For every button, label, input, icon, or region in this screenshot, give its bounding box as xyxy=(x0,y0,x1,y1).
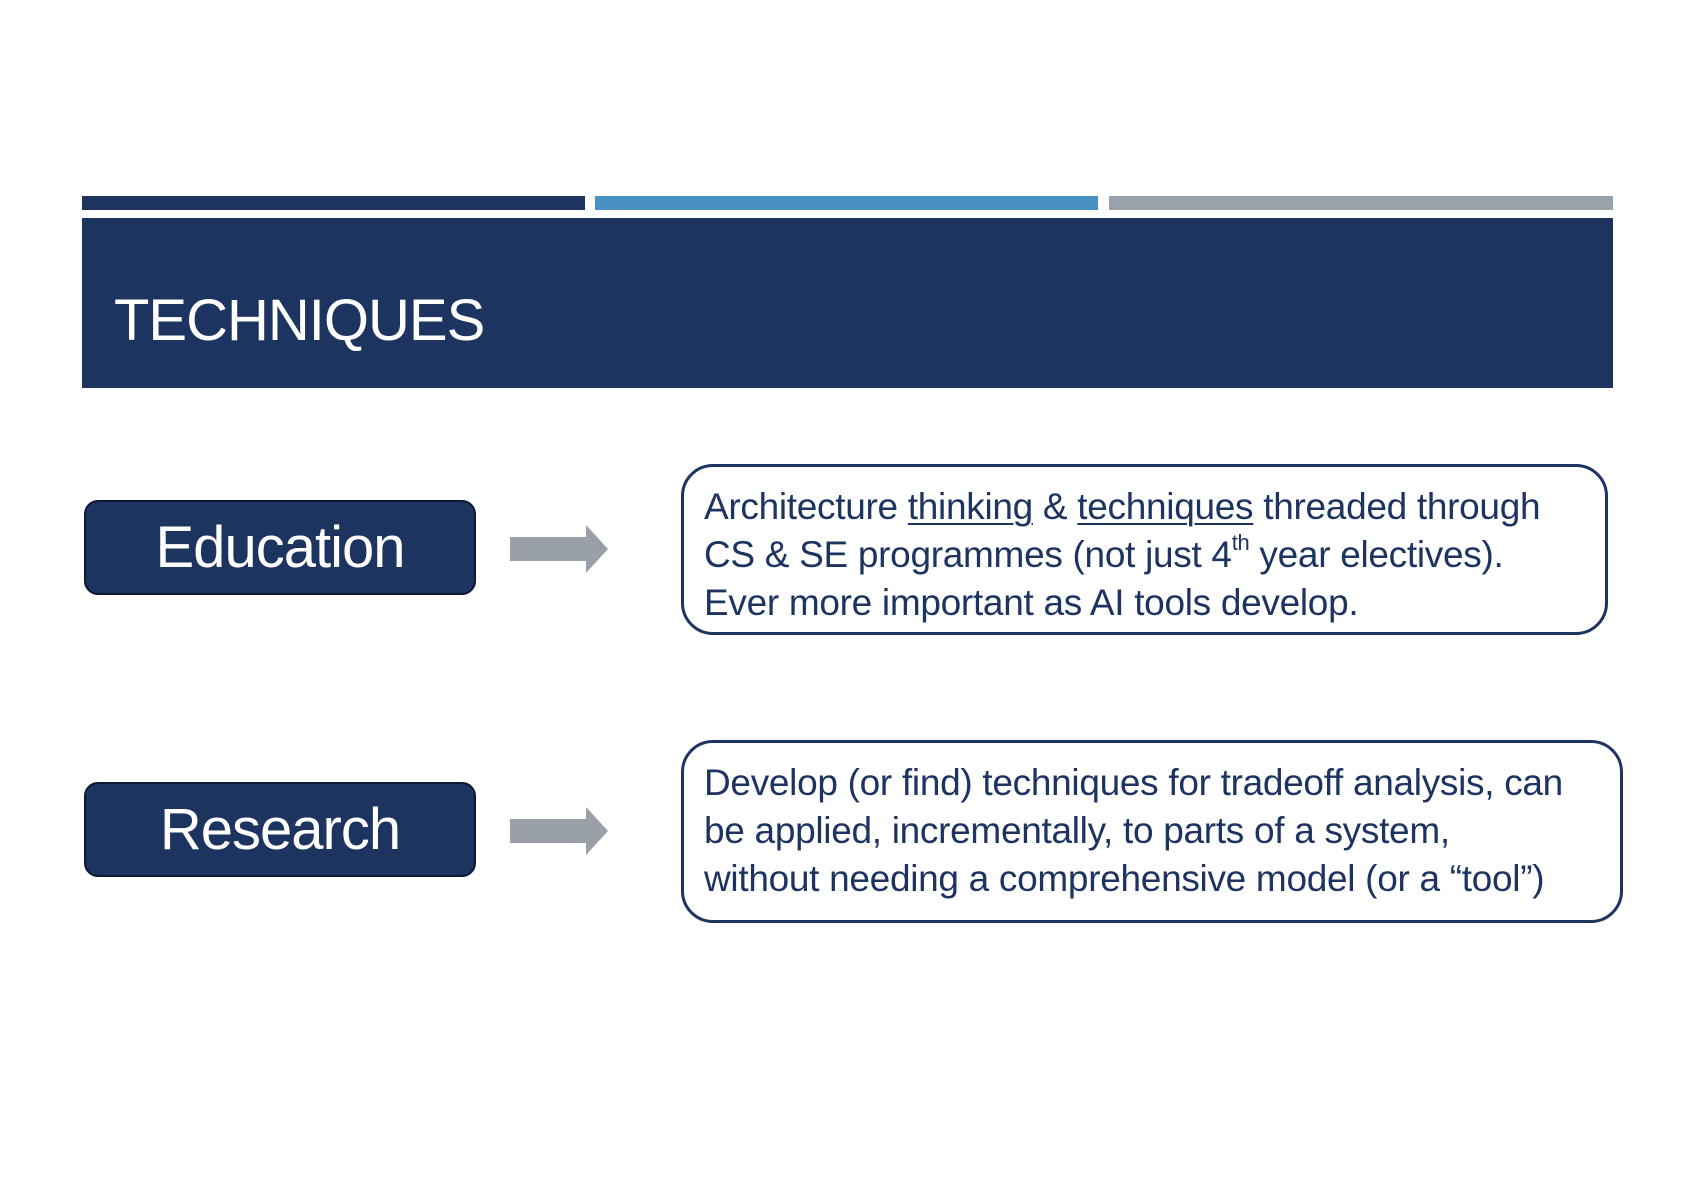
header-stripe-gray xyxy=(1109,196,1613,210)
education-description: Architecture thinking & techniques threa… xyxy=(681,464,1608,635)
education-label: Education xyxy=(84,500,476,595)
header-stripe-blue xyxy=(595,196,1098,210)
research-line-1: Develop (or find) techniques for tradeof… xyxy=(704,762,1563,803)
education-line-1-mid: & xyxy=(1032,486,1078,527)
right-arrow-icon xyxy=(510,807,608,855)
title-bar: TECHNIQUES xyxy=(82,218,1613,388)
right-arrow-icon xyxy=(510,525,608,573)
education-line-1: Architecture thinking & techniques threa… xyxy=(704,483,1587,531)
research-label: Research xyxy=(84,782,476,877)
slide-title: TECHNIQUES xyxy=(114,288,485,353)
education-line-2-pre: CS & SE programmes (not just 4 xyxy=(704,534,1232,575)
techniques-underlined: techniques xyxy=(1077,486,1254,527)
research-line-2: be applied, incrementally, to parts of a… xyxy=(704,810,1450,851)
research-label-text: Research xyxy=(159,797,401,862)
education-line-3: Ever more important as AI tools develop. xyxy=(704,582,1359,623)
research-description: Develop (or find) techniques for tradeof… xyxy=(681,740,1623,923)
research-line-3: without needing a comprehensive model (o… xyxy=(704,858,1545,899)
education-line-1-pre: Architecture xyxy=(704,486,908,527)
thinking-underlined: thinking xyxy=(907,486,1033,527)
ordinal-superscript: th xyxy=(1231,529,1250,555)
education-line-2: CS & SE programmes (not just 4th year el… xyxy=(704,531,1587,579)
education-line-2-post: year electives). xyxy=(1249,534,1504,575)
education-line-1-post: threaded through xyxy=(1253,486,1541,527)
education-label-text: Education xyxy=(155,515,406,580)
header-stripe-navy xyxy=(82,196,585,210)
